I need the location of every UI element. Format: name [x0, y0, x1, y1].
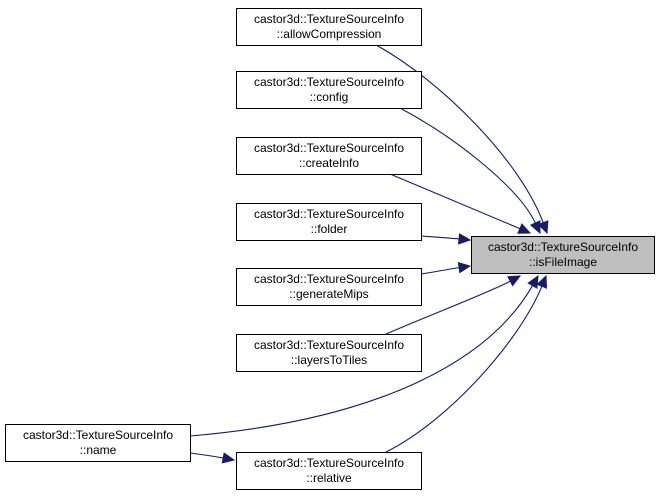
node-label-line1: castor3d::TextureSourceInfo	[254, 456, 404, 470]
node-label-line1: castor3d::TextureSourceInfo	[254, 207, 404, 221]
node-label-line1: castor3d::TextureSourceInfo	[254, 12, 404, 26]
edge-line	[385, 280, 511, 335]
arrowhead	[517, 223, 532, 234]
arrowhead	[529, 220, 541, 235]
edge-createInfo-to-isFileImage	[389, 173, 532, 234]
node-box	[236, 268, 422, 306]
node-box	[236, 137, 422, 175]
node-box	[236, 334, 422, 372]
edge-name-to-relative	[189, 452, 236, 464]
edge-config-to-isFileImage	[399, 107, 541, 235]
node-name[interactable]: castor3d::TextureSourceInfo::name	[5, 424, 191, 462]
node-label-line1: castor3d::TextureSourceInfo	[254, 75, 404, 89]
arrowhead	[457, 233, 472, 245]
node-generateMips[interactable]: castor3d::TextureSourceInfo::generateMip…	[236, 268, 422, 306]
arrowhead	[537, 220, 549, 235]
edges-layer	[189, 44, 549, 464]
node-relative[interactable]: castor3d::TextureSourceInfo::relative	[236, 452, 422, 490]
node-folder[interactable]: castor3d::TextureSourceInfo::folder	[236, 203, 422, 241]
edge-line	[375, 44, 544, 223]
arrowhead	[221, 452, 236, 464]
node-label-line2: ::layersToTiles	[291, 353, 367, 367]
node-label-line2: ::config	[310, 90, 349, 104]
edge-line	[189, 452, 224, 459]
node-isFileImage[interactable]: castor3d::TextureSourceInfo::isFileImage	[471, 236, 655, 274]
node-label-line1: castor3d::TextureSourceInfo	[23, 428, 173, 442]
edge-relative-to-isFileImage	[385, 274, 548, 453]
node-layersToTiles[interactable]: castor3d::TextureSourceInfo::layersToTil…	[236, 334, 422, 372]
edge-line	[385, 285, 543, 453]
edge-line	[189, 285, 534, 437]
node-box	[236, 71, 422, 109]
node-allowCompression[interactable]: castor3d::TextureSourceInfo::allowCompre…	[236, 8, 422, 46]
node-config[interactable]: castor3d::TextureSourceInfo::config	[236, 71, 422, 109]
edge-line	[399, 107, 536, 224]
edge-line	[420, 235, 460, 240]
node-label-line2: ::isFileImage	[529, 255, 597, 269]
node-box	[236, 203, 422, 241]
node-box	[236, 8, 422, 46]
node-label-line1: castor3d::TextureSourceInfo	[254, 141, 404, 155]
edge-name-to-isFileImage	[189, 274, 539, 437]
node-label-line2: ::allowCompression	[277, 27, 382, 41]
edge-line	[389, 173, 521, 230]
node-box	[471, 236, 655, 274]
nodes-layer: castor3d::TextureSourceInfo::allowCompre…	[5, 8, 655, 490]
arrowhead	[536, 274, 548, 289]
edge-line	[420, 267, 460, 275]
node-label-line1: castor3d::TextureSourceInfo	[488, 240, 638, 254]
arrowhead	[457, 261, 472, 274]
arrowhead	[527, 274, 539, 289]
edge-folder-to-isFileImage	[420, 233, 472, 245]
node-createInfo[interactable]: castor3d::TextureSourceInfo::createInfo	[236, 137, 422, 175]
edge-generateMips-to-isFileImage	[420, 261, 472, 275]
arrowhead	[507, 275, 522, 287]
edge-layersToTiles-to-isFileImage	[385, 275, 522, 335]
node-label-line1: castor3d::TextureSourceInfo	[254, 338, 404, 352]
node-label-line1: castor3d::TextureSourceInfo	[254, 272, 404, 286]
node-box	[5, 424, 191, 462]
node-label-line2: ::folder	[311, 222, 348, 236]
node-label-line2: ::name	[80, 443, 117, 457]
node-label-line2: ::generateMips	[289, 287, 368, 301]
node-box	[236, 452, 422, 490]
node-label-line2: ::relative	[306, 471, 352, 485]
edge-allowCompression-to-isFileImage	[375, 44, 549, 235]
node-label-line2: ::createInfo	[299, 156, 359, 170]
